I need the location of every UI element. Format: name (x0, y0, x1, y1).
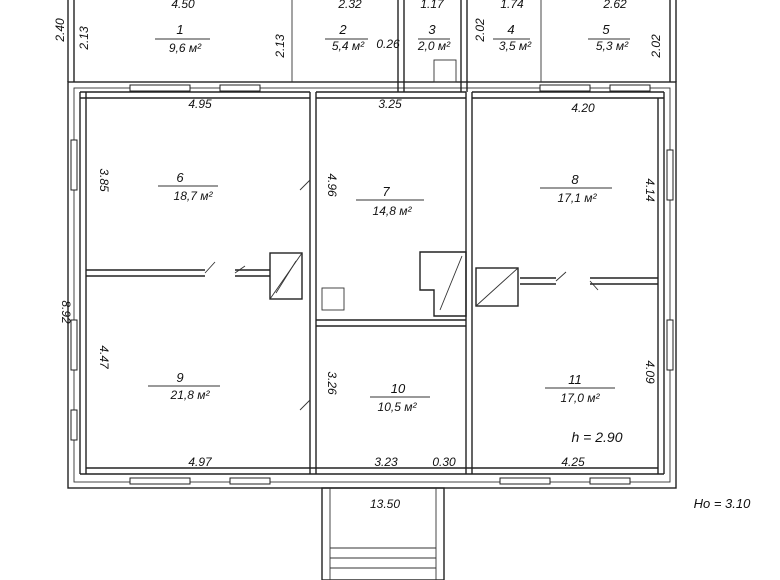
notes: h = 2.90 Ho = 3.10 (572, 429, 752, 511)
room-4: 4 3,5 м² (493, 22, 532, 53)
room-area: 2,0 м² (417, 39, 451, 53)
room-area: 3,5 м² (499, 39, 532, 53)
room-number: 3 (428, 22, 436, 37)
room-6: 6 18,7 м² (158, 170, 218, 203)
outer-walls (67, 0, 677, 489)
room-number: 9 (176, 370, 183, 385)
dim-3-23: 3.23 (374, 455, 398, 469)
dim-0-30: 0.30 (432, 455, 456, 469)
ceiling-height-note: h = 2.90 (572, 429, 623, 445)
dim-0-26: 0.26 (376, 37, 400, 51)
dim-3-25: 3.25 (378, 97, 402, 111)
dim-2-13-a: 2.13 (77, 26, 91, 51)
room-number: 5 (602, 22, 610, 37)
room-number: 1 (176, 22, 183, 37)
room-area: 18,7 м² (174, 189, 214, 203)
room-8: 8 17,1 м² (540, 172, 612, 205)
room-area: 5,3 м² (596, 39, 629, 53)
room-3: 3 2,0 м² (417, 22, 451, 53)
porch-stairs (321, 487, 445, 580)
room-number: 6 (176, 170, 184, 185)
room-number: 4 (507, 22, 514, 37)
windows (70, 84, 674, 485)
dimension-labels: 4.50 2.32 1.17 1.74 2.62 2.40 2.13 2.13 … (53, 0, 663, 511)
dim-4-47: 4.47 (97, 345, 111, 370)
room-number: 10 (391, 381, 406, 396)
room-number: 2 (338, 22, 347, 37)
room-number: 11 (568, 372, 582, 387)
fixture-small (433, 59, 457, 83)
dim-4-97: 4.97 (188, 455, 213, 469)
dim-4-25: 4.25 (561, 455, 585, 469)
dim-13-50: 13.50 (370, 497, 400, 511)
room-area: 5,4 м² (332, 39, 365, 53)
dim-4-95: 4.95 (188, 97, 212, 111)
room-area: 10,5 м² (378, 400, 418, 414)
dim-top-2: 2.32 (337, 0, 362, 11)
stove-left (269, 252, 303, 300)
dim-8-92: 8.92 (59, 300, 73, 324)
dim-3-26: 3.26 (325, 371, 339, 395)
dim-top-3: 1.17 (420, 0, 445, 11)
room-area: 21,8 м² (170, 388, 211, 402)
interior-walls (79, 91, 665, 475)
room-number: 7 (382, 184, 390, 199)
room-5: 5 5,3 м² (588, 22, 630, 53)
room-10: 10 10,5 м² (370, 381, 430, 414)
dim-top-1: 4.50 (171, 0, 195, 11)
dim-3-85: 3.85 (97, 168, 111, 192)
stove-right (419, 251, 519, 317)
dim-4-20: 4.20 (571, 101, 595, 115)
dim-4-14: 4.14 (643, 178, 657, 202)
room-11: 11 17,0 м² (545, 372, 615, 405)
fixture-square (321, 287, 345, 311)
dim-2-02-a: 2.02 (473, 18, 487, 43)
dim-2-13-b: 2.13 (273, 34, 287, 59)
room-area: 9,6 м² (169, 41, 202, 55)
dim-2-40: 2.40 (53, 18, 67, 43)
room-1: 1 9,6 м² (155, 22, 210, 55)
room-2: 2 5,4 м² (325, 22, 368, 53)
dim-top-4: 1.74 (500, 0, 524, 11)
room-area: 17,0 м² (561, 391, 601, 405)
room-number: 8 (571, 172, 579, 187)
room-area: 17,1 м² (558, 191, 598, 205)
room-area: 14,8 м² (373, 204, 413, 218)
dim-top-5: 2.62 (602, 0, 627, 11)
base-height-note: Ho = 3.10 (694, 496, 752, 511)
dim-2-02-b: 2.02 (649, 34, 663, 59)
dim-4-09: 4.09 (643, 360, 657, 384)
dim-4-96: 4.96 (325, 173, 339, 197)
room-9: 9 21,8 м² (148, 370, 220, 402)
room-7: 7 14,8 м² (356, 184, 424, 218)
